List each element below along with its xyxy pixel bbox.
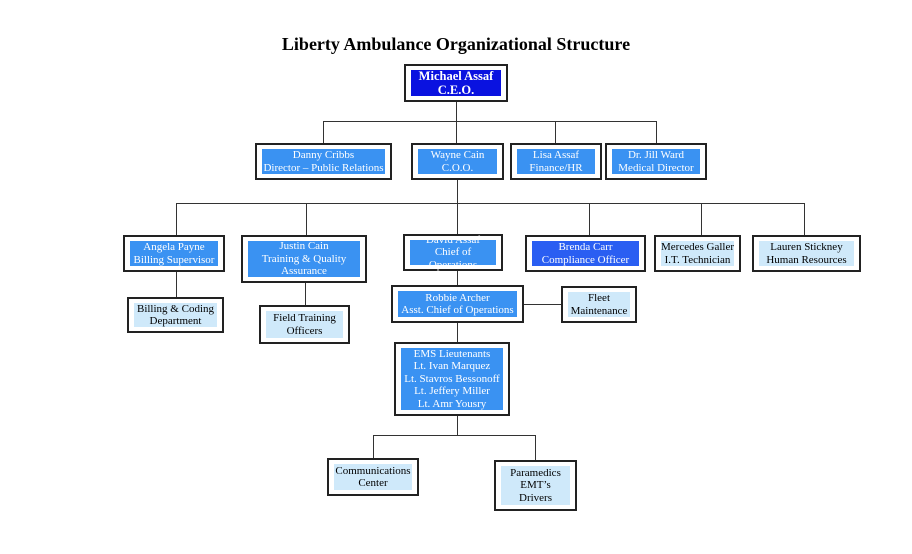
node-line: EMT’s: [520, 479, 551, 492]
chart-title: Liberty Ambulance Organizational Structu…: [281, 34, 631, 54]
node-label: Maintenance: [570, 304, 628, 317]
connector: [701, 203, 702, 235]
node-label: Center: [358, 477, 388, 489]
connector: [306, 203, 307, 235]
node-role: Compliance Officer: [541, 253, 630, 266]
node-name: Brenda Carr: [558, 241, 613, 253]
connector: [305, 283, 306, 305]
node-label: Department: [149, 315, 202, 327]
connector: [555, 121, 556, 143]
node-label: Field Training: [273, 312, 336, 324]
node-role: Medical Director: [618, 161, 694, 174]
node-line: Drivers: [519, 491, 552, 504]
node-paramedics: Paramedics EMT’s Drivers: [494, 460, 577, 511]
node-line: Lt. Stavros Bessonoff: [404, 372, 500, 385]
connector: [589, 203, 590, 235]
node-line: Lt. Amr Yousry: [417, 397, 487, 410]
connector: [176, 272, 177, 297]
node-name: Lauren Stickney: [770, 241, 843, 253]
connector: [176, 203, 805, 204]
connector: [456, 121, 457, 143]
node-label: Communications: [335, 464, 411, 477]
node-line: Lt. Jeffery Miller: [414, 385, 490, 398]
connector: [457, 322, 458, 342]
node-role: Asst. Chief of Operations: [401, 304, 514, 316]
node-name: Justin Cain: [279, 240, 329, 253]
node-role: C.O.O.: [441, 161, 474, 174]
connector: [804, 203, 805, 235]
connector: [523, 304, 561, 305]
connector: [535, 435, 536, 460]
node-name: Angela Payne: [143, 241, 205, 253]
connector: [456, 101, 457, 121]
connector: [457, 415, 458, 435]
connector: [373, 435, 374, 458]
node-role: Training & Quality: [261, 252, 347, 265]
node-role: I.T. Technician: [664, 253, 731, 266]
node-name: Lisa Assaf: [532, 149, 580, 161]
node-name: Wayne Cain: [430, 149, 485, 161]
node-role: Billing Supervisor: [133, 253, 215, 266]
connector: [457, 180, 458, 203]
connector: [323, 121, 324, 143]
node-label: Billing & Coding: [136, 302, 214, 315]
connector: [457, 270, 458, 285]
connector: [373, 435, 536, 436]
node-name: Robbie Archer: [425, 291, 490, 304]
node-role: Director – Public Relations: [263, 161, 384, 174]
node-line: EMS Lieutenants: [413, 347, 491, 360]
node-label: Fleet: [588, 292, 610, 304]
node-role: Human Resources: [766, 253, 847, 266]
connector: [323, 121, 657, 122]
node-line: Paramedics: [510, 466, 561, 479]
node-role: C.E.O.: [437, 83, 475, 97]
node-label: Officers: [286, 324, 323, 337]
node-name: Danny Cribbs: [292, 149, 355, 161]
node-role: Finance/HR: [529, 161, 583, 174]
node-ems-lieutenants: EMS Lieutenants Lt. Ivan Marquez Lt. Sta…: [394, 342, 510, 416]
node-name: Mercedes Galler: [661, 241, 734, 253]
node-role: Assurance: [281, 265, 327, 278]
node-role: Chief of Operations: [428, 246, 478, 271]
connector: [176, 203, 177, 235]
connector: [656, 121, 657, 143]
node-name: Dr. Jill Ward: [627, 149, 685, 161]
connector: [457, 203, 458, 235]
node-name: Michael Assaf: [418, 69, 494, 83]
node-line: Lt. Ivan Marquez: [413, 360, 491, 373]
node-name: David Assaf: [425, 233, 481, 246]
